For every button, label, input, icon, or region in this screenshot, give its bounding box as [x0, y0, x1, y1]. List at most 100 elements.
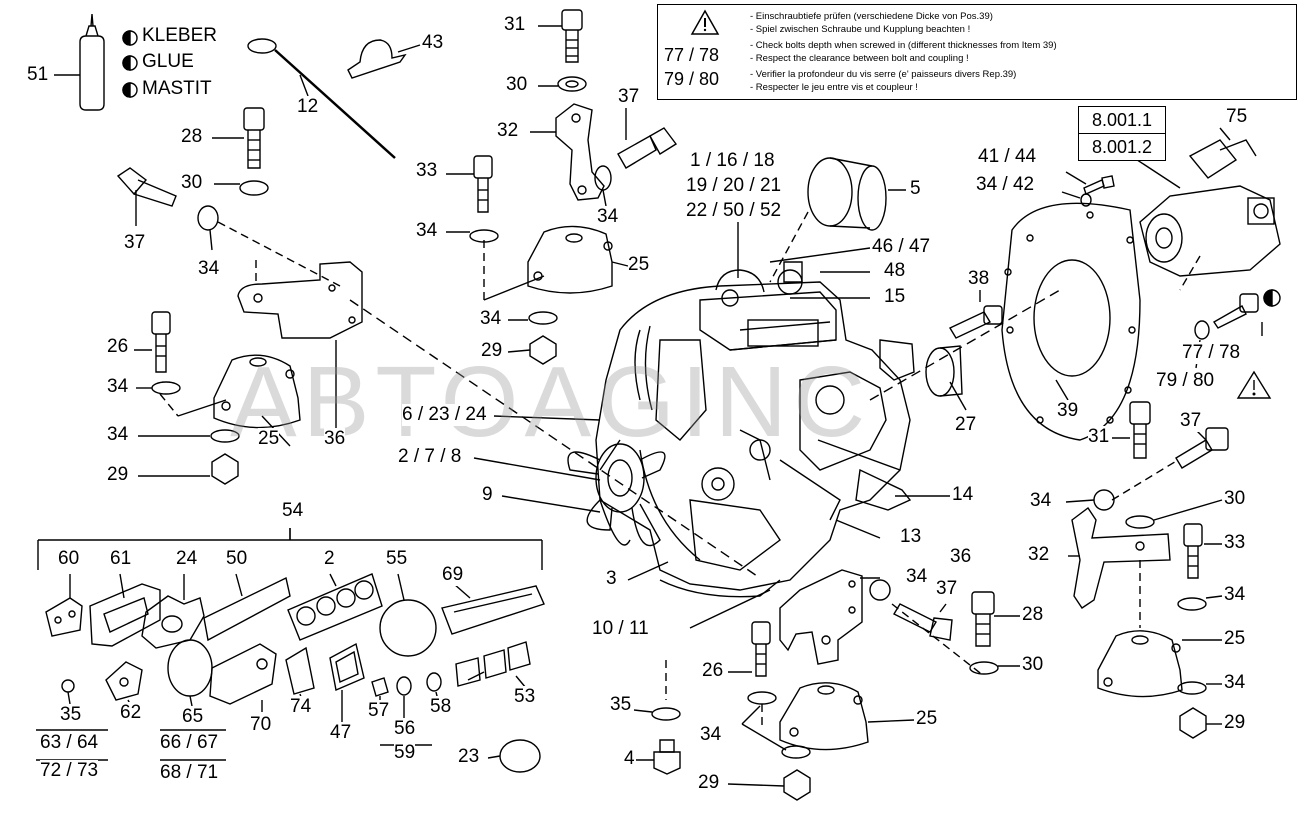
ref-box-1: 8.001.1 — [1078, 106, 1166, 134]
note-line-1: - Einschraubtiefe prüfen (verschiedene D… — [750, 11, 993, 22]
callout-label: 59 — [394, 742, 416, 764]
nut-part — [1179, 707, 1207, 739]
callout-label: 26 — [107, 336, 129, 358]
washer-part — [239, 180, 269, 196]
washer-part — [1194, 320, 1210, 340]
legend-item-number: 51 — [27, 64, 49, 85]
callout-label: 32 — [1028, 544, 1050, 566]
washer-part — [557, 76, 587, 92]
washer-part — [1177, 681, 1207, 695]
callout-label: 43 — [422, 32, 444, 54]
callout-label: 34 — [1224, 672, 1246, 694]
callout-label: 15 — [884, 286, 906, 308]
callout-label: 35 — [60, 704, 82, 726]
bolt-part — [538, 9, 583, 63]
callout-label: 62 — [120, 702, 142, 724]
legend-entry-glue: GLUE — [142, 51, 194, 72]
callout-label: 36 — [950, 546, 972, 568]
callout-label: 34 — [1224, 584, 1246, 606]
bolt-part — [1213, 293, 1263, 336]
callout-label: 23 — [458, 746, 480, 768]
callout-label: 25 — [916, 708, 938, 730]
callout-label: 32 — [497, 120, 519, 142]
note-ref-1: 77 / 78 — [664, 45, 720, 65]
bolt-part — [893, 603, 953, 641]
glue-bottle-icon — [54, 13, 105, 111]
washer-part — [1093, 489, 1115, 511]
nut-part — [529, 335, 557, 365]
half-filled-circle-icon — [122, 30, 138, 98]
callout-label: 46 / 47 — [872, 236, 931, 258]
callout-label: 34 — [198, 258, 220, 280]
bolt-part — [617, 106, 678, 169]
callout-label: 38 — [968, 268, 990, 290]
callout-label: 47 — [330, 722, 352, 744]
callout-label: 34 / 42 — [976, 174, 1035, 196]
washer-part — [197, 205, 219, 231]
engine-mount-part — [1097, 630, 1183, 698]
bolt-part — [949, 288, 1003, 339]
callout-label: 58 — [430, 696, 452, 718]
callout-label: 30 — [1022, 654, 1044, 676]
callout-label: 34 — [906, 566, 928, 588]
dipstick-part — [247, 38, 396, 159]
engine-mount-part — [213, 354, 301, 429]
callout-label: 28 — [181, 126, 203, 148]
callout-label: 33 — [416, 160, 438, 182]
engine-mount-part — [779, 682, 869, 751]
callout-label: 33 — [1224, 532, 1246, 554]
engine-mount-part — [527, 225, 613, 294]
callout-label: 25 — [258, 428, 280, 450]
callout-label: 53 — [514, 686, 536, 708]
bolt-part — [116, 167, 177, 226]
warning-note-box: 77 / 78 79 / 80 - Einschraubtiefe prüfen… — [657, 4, 1297, 100]
warning-triangle-icon — [690, 9, 720, 35]
callout-label: 10 / 11 — [592, 618, 649, 640]
callout-label: 27 — [955, 414, 977, 436]
callout-label: 31 — [1088, 426, 1110, 448]
legend-entry-mastit: MASTIT — [142, 78, 212, 99]
bolt-part — [636, 739, 681, 775]
callout-label: 37 — [1180, 410, 1202, 432]
callout-label: 30 — [1224, 488, 1246, 510]
callout-label: 34 — [107, 424, 129, 446]
callout-label: 3 — [606, 568, 617, 590]
ref-box-2: 8.001.2 — [1078, 133, 1166, 161]
note-line-5: - Verifier la profondeur du vis serre (e… — [750, 69, 1017, 80]
engine-bracket-part — [779, 569, 863, 665]
nut-part — [783, 769, 811, 801]
callout-label: 79 / 80 — [1156, 370, 1215, 392]
callout-label: 70 — [250, 714, 272, 736]
washer-part — [869, 579, 891, 601]
pipe-clamp-part — [347, 39, 421, 79]
callout-label: 30 — [506, 74, 528, 96]
gasket-part — [285, 646, 315, 701]
washer-part — [210, 429, 240, 443]
socket-screw-part — [446, 155, 493, 213]
seal-ring-part — [61, 679, 75, 693]
callout-label: 34 — [416, 220, 438, 242]
gasket-part — [141, 574, 205, 649]
callout-label: 37 — [124, 232, 146, 254]
gasket-part — [209, 643, 277, 712]
callout-label: 22 / 50 / 52 — [686, 200, 782, 222]
note-line-2: - Spiel zwischen Schraube und Kupplung b… — [750, 24, 971, 35]
callout-label: 48 — [884, 260, 906, 282]
callout-label: 65 — [182, 706, 204, 728]
o-ring-part — [379, 599, 437, 657]
gasket-part — [455, 641, 531, 689]
callout-label: 6 / 23 / 24 — [402, 404, 487, 426]
callout-label: 61 — [110, 548, 132, 570]
engine-bracket-part — [237, 261, 363, 339]
callout-label: 1 / 16 / 18 — [690, 150, 775, 172]
gasket-part — [203, 573, 291, 642]
cylinder-head-gasket-part — [287, 573, 383, 641]
callout-label: 5 — [910, 178, 921, 200]
washer-part — [528, 311, 558, 325]
callout-label: 29 — [107, 464, 129, 486]
callout-label: 74 — [290, 696, 312, 718]
callout-label: 69 — [442, 564, 464, 586]
callout-label: 39 — [1057, 400, 1079, 422]
callout-label: 25 — [628, 254, 650, 276]
callout-label: 4 — [624, 748, 635, 770]
